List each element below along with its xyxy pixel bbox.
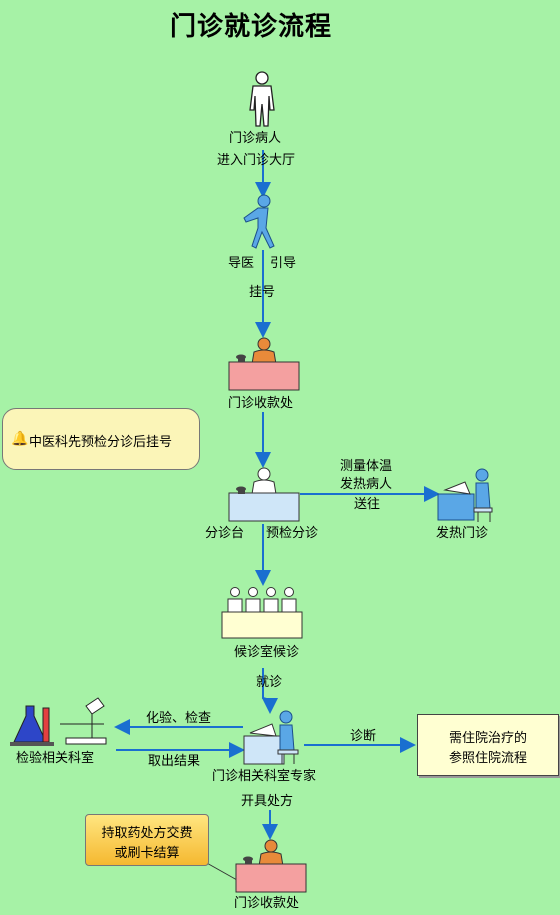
pay-line-2: 或刷卡结算 <box>114 846 180 861</box>
specialist-desk-icon <box>243 710 299 765</box>
tcm-precheck-note: 🔔 中医科先预检分诊后挂号 <box>2 408 200 470</box>
arrow-waiting-to-specialist <box>262 668 278 714</box>
cashier-2-label: 门诊收款处 <box>234 896 300 911</box>
pay-line-1: 持取药处方交费 <box>101 826 193 841</box>
triage-desk-label: 分诊台 <box>205 526 245 541</box>
enter-hall-label: 进入门诊大厅 <box>217 153 296 168</box>
cashier-1-label: 门诊收款处 <box>228 396 294 411</box>
bell-icon: 🔔 <box>11 431 29 447</box>
guide-doctor-label: 导医 <box>228 256 255 271</box>
fever-line-1: 测量体温 <box>340 459 393 474</box>
fever-clinic-label: 发热门诊 <box>436 526 489 541</box>
consult-label: 就诊 <box>256 675 283 690</box>
lab-dept-label: 检验相关科室 <box>16 751 95 766</box>
inpatient-note: 需住院治疗的 参照住院流程 <box>417 714 559 776</box>
note-callout-line <box>204 861 238 881</box>
patient-label: 门诊病人 <box>229 131 282 146</box>
fever-line-2: 发热病人 <box>340 477 393 492</box>
walking-person-icon <box>243 194 275 249</box>
waiting-room-label: 候诊室候诊 <box>234 645 300 660</box>
standing-person-icon <box>249 71 275 127</box>
lab-tests-label: 化验、检查 <box>146 711 212 726</box>
inpatient-line-2: 参照住院流程 <box>448 751 527 766</box>
cashier-desk-icon <box>235 839 307 893</box>
fever-clinic-icon <box>437 468 493 522</box>
get-results-label: 取出结果 <box>148 754 201 769</box>
register-label: 挂号 <box>249 285 276 300</box>
guide-label: 引导 <box>270 256 297 271</box>
specialist-label: 门诊相关科室专家 <box>212 769 317 784</box>
triage-desk-icon <box>228 467 300 522</box>
inpatient-line-1: 需住院治疗的 <box>448 731 527 746</box>
page-title: 门诊就诊流程 <box>170 12 333 42</box>
pay-note: 持取药处方交费 或刷卡结算 <box>85 814 209 866</box>
fever-line-3: 送往 <box>354 497 381 512</box>
waiting-room-icon <box>221 587 303 639</box>
cashier-desk-icon <box>228 337 300 391</box>
prescribe-label: 开具处方 <box>241 794 294 809</box>
diagnosis-label: 诊断 <box>350 729 377 744</box>
lab-equipment-icon <box>10 697 107 746</box>
pre-check-label: 预检分诊 <box>266 526 319 541</box>
tcm-precheck-text: 中医科先预检分诊后挂号 <box>29 435 173 450</box>
